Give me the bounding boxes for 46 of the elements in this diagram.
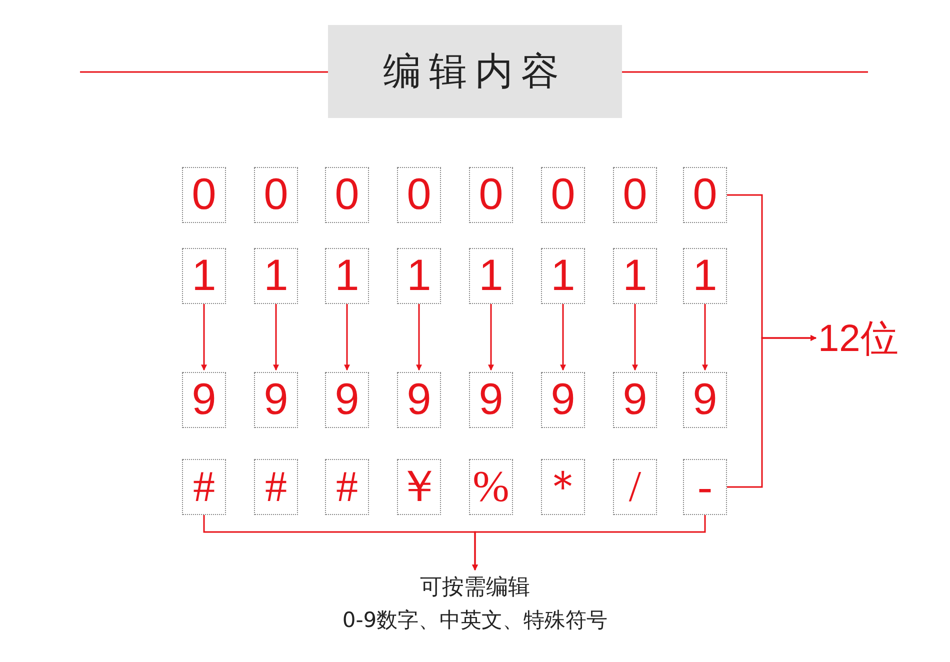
arrow bbox=[560, 304, 566, 371]
arrow bbox=[273, 304, 279, 371]
character-box: # bbox=[254, 459, 298, 515]
character-box: 0 bbox=[325, 167, 369, 223]
arrow bbox=[416, 304, 422, 371]
character-box: ￥ bbox=[397, 459, 441, 515]
character-box: - bbox=[683, 459, 727, 515]
character-box: 0 bbox=[613, 167, 657, 223]
character-box: 0 bbox=[397, 167, 441, 223]
character-box: 1 bbox=[397, 248, 441, 304]
character-box: 1 bbox=[613, 248, 657, 304]
arrow bbox=[632, 304, 638, 371]
title-banner: 编辑内容 bbox=[328, 25, 622, 118]
arrow bbox=[727, 335, 817, 488]
character-box: 0 bbox=[182, 167, 226, 223]
arrow bbox=[344, 304, 350, 371]
character-box: 0 bbox=[254, 167, 298, 223]
note-text: 0-9数字、中英文、特殊符号 bbox=[341, 607, 609, 634]
arrow bbox=[702, 304, 708, 371]
note-text: 可按需编辑 bbox=[419, 574, 531, 602]
character-box: 9 bbox=[182, 372, 226, 428]
character-box: 9 bbox=[613, 372, 657, 428]
character-box: 1 bbox=[254, 248, 298, 304]
character-box: # bbox=[325, 459, 369, 515]
character-box: 9 bbox=[541, 372, 585, 428]
character-box: 1 bbox=[182, 248, 226, 304]
character-box: 0 bbox=[683, 167, 727, 223]
arrow bbox=[201, 304, 207, 371]
character-box: 0 bbox=[469, 167, 513, 223]
digit-count-label: 12位 bbox=[818, 310, 910, 366]
character-box: / bbox=[613, 459, 657, 515]
arrow bbox=[488, 304, 494, 371]
character-box: 9 bbox=[469, 372, 513, 428]
character-box: 1 bbox=[683, 248, 727, 304]
character-box: 1 bbox=[325, 248, 369, 304]
character-box: # bbox=[182, 459, 226, 515]
character-box: 9 bbox=[683, 372, 727, 428]
character-box: 9 bbox=[254, 372, 298, 428]
character-box: 0 bbox=[541, 167, 585, 223]
character-box: % bbox=[469, 459, 513, 515]
character-box: 9 bbox=[325, 372, 369, 428]
arrow bbox=[472, 515, 706, 571]
character-box: 1 bbox=[541, 248, 585, 304]
character-box: 9 bbox=[397, 372, 441, 428]
character-box: 1 bbox=[469, 248, 513, 304]
character-box: ＊ bbox=[541, 459, 585, 515]
